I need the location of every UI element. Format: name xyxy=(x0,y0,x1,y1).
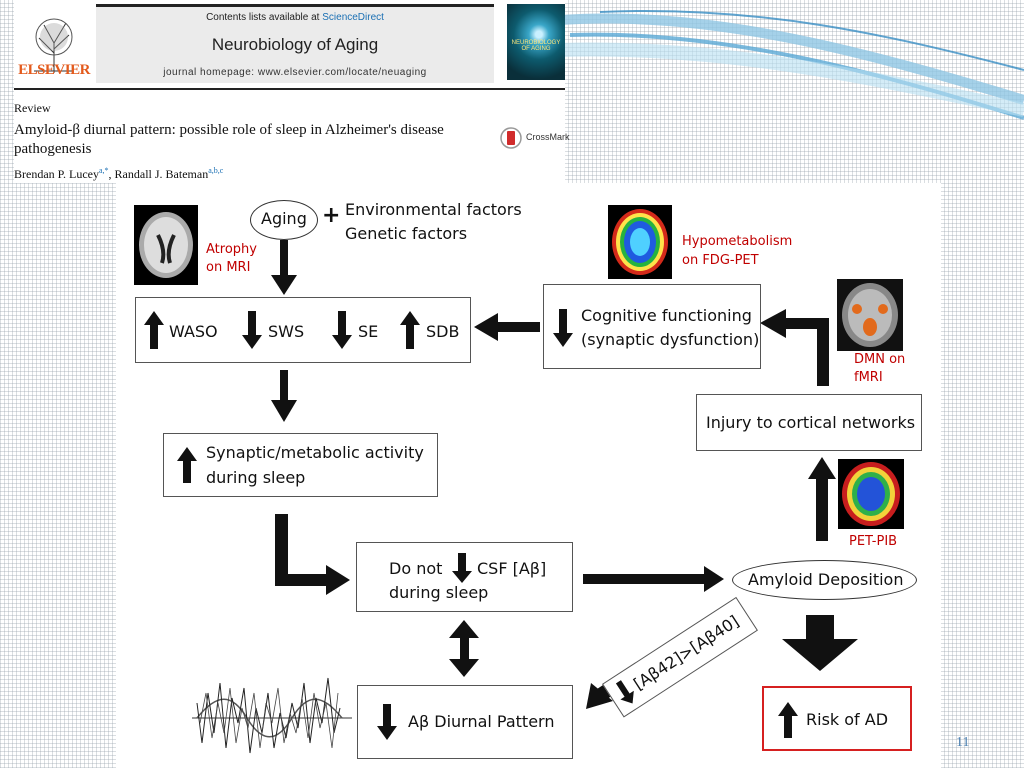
injury-label: Injury to cortical networks xyxy=(706,413,916,432)
risk-label: Risk of AD xyxy=(806,710,889,729)
arrow-donot-diurnal-bidirectional xyxy=(449,620,479,677)
cognitive-functioning-box: Cognitive functioning (synaptic dysfunct… xyxy=(543,284,761,369)
donot-label-line2: during sleep xyxy=(389,583,489,602)
crossmark-icon xyxy=(500,127,522,149)
arrow-aging-to-sleep xyxy=(271,240,297,295)
author-line: Brendan P. Luceya,*, Randall J. Batemana… xyxy=(14,166,223,182)
arrow-sleep-to-synaptic xyxy=(271,370,297,422)
arrow-amyloid-to-risk xyxy=(782,615,858,671)
arrow-cognitive-to-sleep xyxy=(474,313,540,341)
pet-pib-image xyxy=(838,459,904,529)
aging-label: Aging xyxy=(261,209,307,228)
genetic-factors: Genetic factors xyxy=(345,224,468,243)
waso-up-arrow-icon xyxy=(144,311,164,349)
csf-down-arrow-icon xyxy=(452,553,472,583)
mri-atrophy-image xyxy=(134,205,198,285)
synaptic-label-line1: Synaptic/metabolic activity xyxy=(206,443,424,462)
header-swoosh-decoration xyxy=(560,9,1024,120)
ratio-down-arrow-icon xyxy=(615,680,634,704)
synaptic-up-arrow-icon xyxy=(177,447,197,483)
article-header: ELSEVIER Contents lists available at Sci… xyxy=(14,0,570,183)
risk-of-ad-box: Risk of AD xyxy=(762,686,912,751)
sleep-item-sws: SWS xyxy=(268,322,305,341)
dmn-label-line2: fMRI xyxy=(854,370,883,385)
journal-banner: Contents lists available at ScienceDirec… xyxy=(96,4,494,83)
diurnal-label: Aβ Diurnal Pattern xyxy=(408,712,555,731)
elsevier-wordmark: ELSEVIER xyxy=(18,62,90,78)
sleep-item-waso: WASO xyxy=(169,322,218,341)
se-down-arrow-icon xyxy=(332,311,352,349)
dmn-fmri-image xyxy=(837,279,903,351)
injury-box: Injury to cortical networks xyxy=(696,394,922,451)
crossmark-label: CrossMark xyxy=(526,132,570,142)
crossmark-badge[interactable]: CrossMark xyxy=(500,126,570,150)
diurnal-oscillation-graph xyxy=(192,677,352,754)
donot-label-csf: CSF [Aβ] xyxy=(477,559,547,578)
hypometabolism-label-line1: Hypometabolism xyxy=(682,234,793,249)
plus-sign: + xyxy=(322,203,341,228)
risk-up-arrow-icon xyxy=(778,702,798,738)
environmental-factors: Environmental factors xyxy=(345,200,522,219)
cover-title: NEUROBIOLOGY OF AGING xyxy=(511,40,561,52)
author-1[interactable]: Brendan P. Lucey xyxy=(14,167,99,181)
abeta-diurnal-pattern-box: Aβ Diurnal Pattern xyxy=(357,685,573,759)
author-1-affil: a,* xyxy=(98,166,109,175)
sws-down-arrow-icon xyxy=(242,311,262,349)
sciencedirect-link[interactable]: ScienceDirect xyxy=(322,12,384,23)
cognitive-label-line1: Cognitive functioning xyxy=(581,306,752,325)
sleep-item-sdb: SDB xyxy=(426,322,460,341)
contents-line: Contents lists available at ScienceDirec… xyxy=(96,12,494,23)
pet-pib-label: PET-PIB xyxy=(849,534,898,549)
abeta-ratio-box: [Aβ42]>[Aβ40] xyxy=(602,596,758,718)
amyloid-label: Amyloid Deposition xyxy=(748,570,904,589)
fdg-pet-image xyxy=(608,205,672,279)
sleep-item-se: SE xyxy=(358,322,379,341)
contents-prefix: Contents lists available at xyxy=(206,12,323,23)
elsevier-tree-logo xyxy=(14,13,94,75)
sleep-measures-box: WASO SWS SE SDB xyxy=(135,297,471,363)
arrow-injury-to-cognitive xyxy=(760,309,829,386)
author-2-affil: a,b,c xyxy=(208,166,224,175)
cognitive-down-arrow-icon xyxy=(553,309,573,347)
atrophy-label-line1: Atrophy xyxy=(206,242,257,257)
arrow-synaptic-to-donot xyxy=(275,514,350,595)
amyloid-deposition-node: Amyloid Deposition xyxy=(732,560,917,600)
journal-name: Neurobiology of Aging xyxy=(211,35,379,54)
paper-title: Amyloid-β diurnal pattern: possible role… xyxy=(14,122,444,157)
arrow-amyloid-to-injury xyxy=(808,457,836,541)
journal-homepage[interactable]: journal homepage: www.elsevier.com/locat… xyxy=(163,67,427,78)
synaptic-activity-box: Synaptic/metabolic activity during sleep xyxy=(163,433,438,497)
author-separator: , xyxy=(108,167,115,181)
pathogenesis-diagram: Aging + Environmental factors Genetic fa… xyxy=(116,183,941,768)
sdb-up-arrow-icon xyxy=(400,311,420,349)
hypometabolism-label-line2: on FDG-PET xyxy=(682,253,759,268)
header-rule xyxy=(14,88,565,90)
synaptic-label-line2: during sleep xyxy=(206,468,306,487)
slide-page-number: 11 xyxy=(956,735,970,750)
diurnal-down-arrow-icon xyxy=(377,704,397,740)
cognitive-label-line2: (synaptic dysfunction) xyxy=(581,330,760,349)
csf-abeta-box: Do not CSF [Aβ] during sleep xyxy=(356,542,573,612)
arrow-donot-to-amyloid xyxy=(583,566,724,592)
aging-node: Aging xyxy=(250,200,318,240)
section-label: Review xyxy=(14,101,51,115)
dmn-label-line1: DMN on xyxy=(854,352,906,367)
donot-label-prefix: Do not xyxy=(389,559,443,578)
journal-cover-image: NEUROBIOLOGY OF AGING xyxy=(507,4,565,80)
author-2[interactable]: Randall J. Bateman xyxy=(114,167,209,181)
atrophy-label-line2: on MRI xyxy=(206,260,251,275)
